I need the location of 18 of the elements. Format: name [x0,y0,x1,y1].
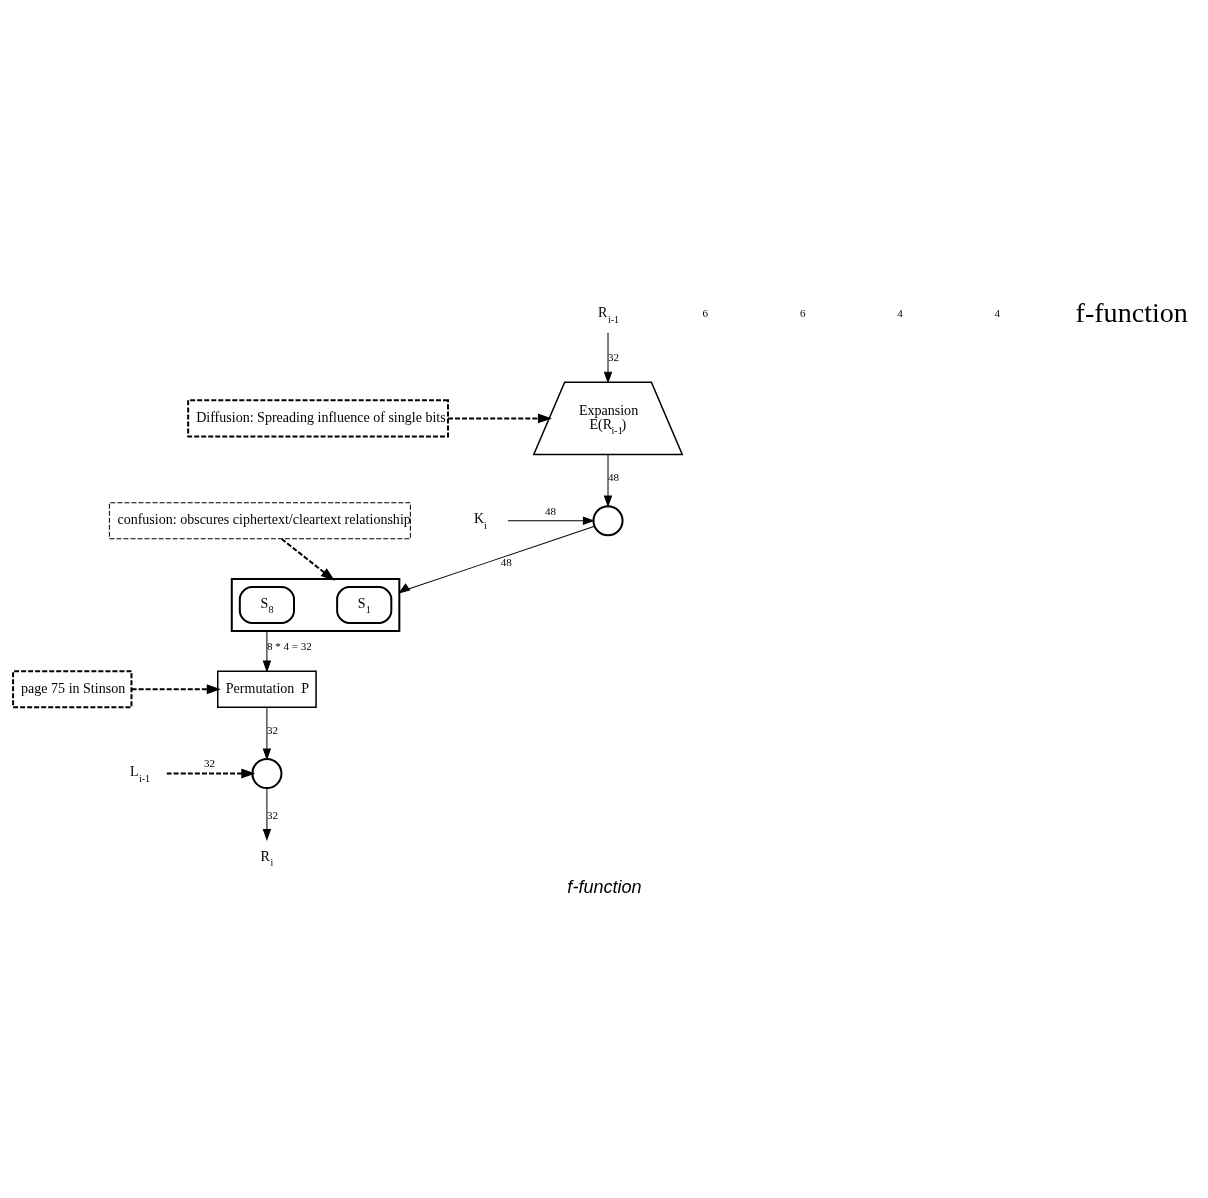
caption: f-function [566,876,642,897]
edge-label: 32 [266,808,278,821]
label: 4 [896,306,903,319]
edge-label: 48 [500,555,512,568]
node-text: R$_{i-1}$ [597,303,619,325]
node-text: K$_{i}$ [473,509,487,531]
label: 4 [994,306,1000,319]
edge-label: 32 [266,723,278,736]
edge-label: 32 [203,756,215,769]
label: 6 [702,306,708,319]
node-text: L$_{i-1}$ [129,762,150,784]
edge-label: 8 * 4 = 32 [266,639,312,652]
edge-label: 48 [607,470,619,483]
edge-label: 32 [607,350,619,363]
edge-label: 48 [544,504,556,517]
label: 6 [799,306,805,319]
node-text: R$_{i}$ [259,847,273,868]
label: f-function [1075,296,1188,327]
